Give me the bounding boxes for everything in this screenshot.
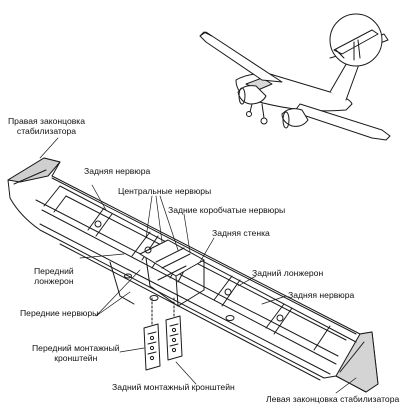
label-rear-spar: Задний лонжерон xyxy=(252,268,324,278)
label-front-spar: Передний лонжерон xyxy=(34,266,74,286)
label-left-stabilizer-tip: Левая законцовка стабилизатора xyxy=(266,394,400,404)
leader-lines xyxy=(39,137,357,394)
label-rear-wall: Задняя стенка xyxy=(212,228,270,238)
label-rear-box-ribs: Задние коробчатые нервюры xyxy=(168,205,286,215)
mounting-brackets xyxy=(143,295,183,371)
label-rear-rib: Задняя нервюра xyxy=(84,166,151,176)
label-rear-mounting-bracket: Задний монтажный кронштейн xyxy=(112,382,235,392)
label-right-stabilizer-tip: Правая законцовка стабилизатора xyxy=(8,116,86,136)
label-front-ribs: Передние нервюры xyxy=(20,308,99,318)
label-center-ribs: Центральные нервюры xyxy=(118,186,212,196)
aircraft-inset xyxy=(199,13,391,141)
label-rear-rib-2: Задняя нервюра xyxy=(288,290,355,300)
label-front-mounting-bracket: Передний монтажный кронштейн xyxy=(32,343,120,363)
